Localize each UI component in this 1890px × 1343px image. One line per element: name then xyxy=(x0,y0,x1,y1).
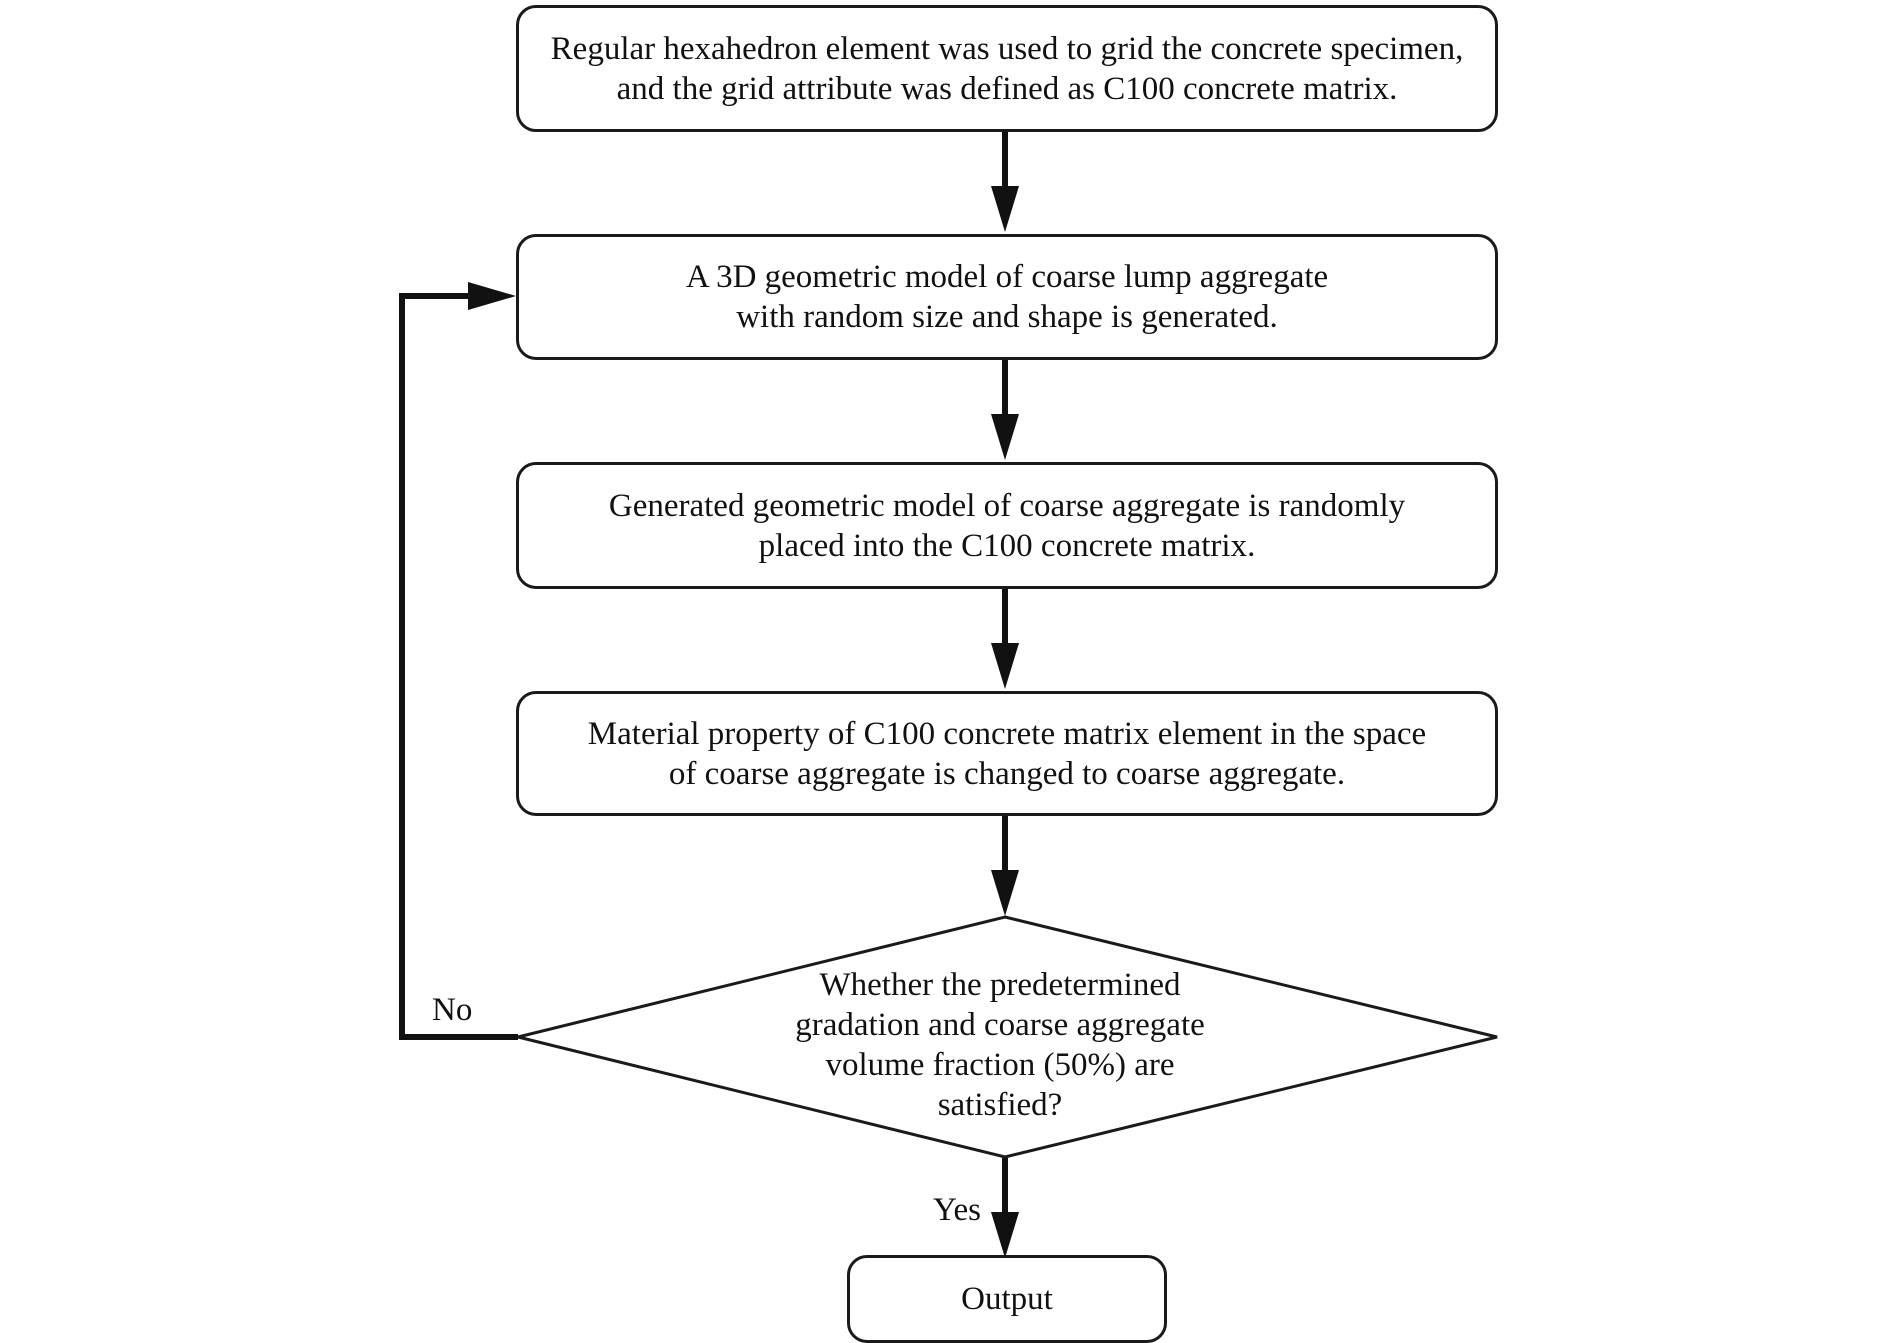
step-4-box: Material property of C100 concrete matri… xyxy=(516,691,1498,816)
decision-text: Whether the predetermined gradation and … xyxy=(700,965,1300,1125)
step-2-line-2: with random size and shape is generated. xyxy=(736,299,1278,335)
arrowhead-step4 xyxy=(991,643,1019,689)
step-2-line-1: A 3D geometric model of coarse lump aggr… xyxy=(685,259,1329,295)
decision-line-1: Whether the predetermined xyxy=(819,967,1181,1003)
step-2-box: A 3D geometric model of coarse lump aggr… xyxy=(516,234,1498,360)
arrowhead-output xyxy=(991,1212,1019,1258)
decision-line-2: gradation and coarse aggregate xyxy=(795,1007,1205,1043)
feedback-loop-line xyxy=(399,293,518,1040)
step-1-box: Regular hexahedron element was used to g… xyxy=(516,5,1498,132)
step-3-box: Generated geometric model of coarse aggr… xyxy=(516,462,1498,589)
step-3-line-2: placed into the C100 concrete matrix. xyxy=(758,527,1256,564)
output-box: Output xyxy=(847,1255,1167,1343)
arrowhead-step3 xyxy=(991,414,1019,460)
step-1-line-1: Regular hexahedron element was used to g… xyxy=(550,30,1464,67)
step-4-line-1: Material property of C100 concrete matri… xyxy=(587,715,1427,752)
step-3-line-1: Generated geometric model of coarse aggr… xyxy=(608,487,1406,524)
branch-yes-label: Yes xyxy=(933,1192,982,1228)
decision-line-3: volume fraction (50%) are xyxy=(825,1047,1175,1083)
step-1-line-2: and the grid attribute was defined as C1… xyxy=(616,70,1398,107)
decision-line-4: satisfied? xyxy=(937,1087,1063,1123)
branch-no-label: No xyxy=(432,992,473,1028)
arrowhead-loop-back xyxy=(468,282,516,310)
arrowhead-step2 xyxy=(991,186,1019,232)
decision-diamond xyxy=(517,915,1498,1159)
output-label: Output xyxy=(961,1281,1053,1317)
arrowhead-decision xyxy=(991,870,1019,916)
step-4-line-2: of coarse aggregate is changed to coarse… xyxy=(668,755,1346,792)
